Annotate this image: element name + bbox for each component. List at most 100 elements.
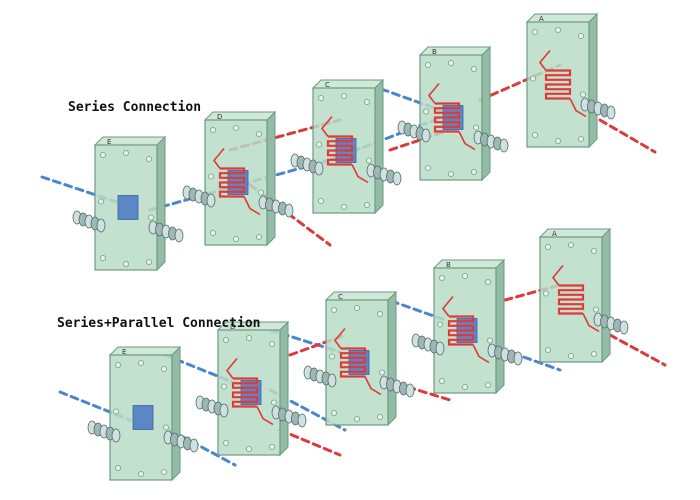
bolt-hole bbox=[461, 272, 469, 280]
bolt-hole bbox=[137, 470, 145, 478]
module-letter: A bbox=[539, 15, 544, 23]
bolt-hole bbox=[315, 141, 323, 148]
plate-front bbox=[526, 21, 590, 148]
red-lead bbox=[427, 82, 440, 104]
plate-top bbox=[324, 291, 398, 301]
plate-top bbox=[538, 228, 612, 238]
plate-side bbox=[481, 45, 491, 182]
bolt-hole bbox=[330, 409, 338, 417]
module-letter: E bbox=[122, 348, 126, 356]
bolt-hole bbox=[317, 197, 325, 205]
red-lead bbox=[458, 131, 476, 151]
bolt-hole bbox=[436, 321, 444, 328]
module-letter: B bbox=[446, 261, 451, 269]
module-b: B bbox=[411, 258, 523, 395]
red-lead bbox=[212, 147, 225, 169]
connector bbox=[284, 203, 294, 218]
bolt-hole bbox=[328, 353, 336, 360]
module-letter: A bbox=[552, 230, 557, 238]
bolt-hole bbox=[422, 108, 430, 115]
bolt-hole bbox=[424, 61, 432, 69]
connector bbox=[206, 193, 216, 208]
red-lead bbox=[441, 295, 454, 317]
bolt-hole bbox=[340, 92, 348, 100]
bolt-hole bbox=[145, 155, 153, 163]
bolt-hole bbox=[114, 361, 122, 369]
bolt-hole bbox=[114, 464, 122, 472]
bolt-hole bbox=[484, 278, 492, 286]
red-coil bbox=[557, 284, 585, 315]
red-lead bbox=[364, 376, 382, 396]
bolt-hole bbox=[245, 445, 253, 453]
bolt-hole bbox=[160, 365, 168, 373]
module-a: A bbox=[525, 12, 616, 149]
bolt-hole bbox=[317, 94, 325, 102]
bolt-hole bbox=[424, 164, 432, 172]
bolt-hole bbox=[376, 310, 384, 318]
bolt-hole bbox=[99, 254, 107, 262]
connector bbox=[435, 341, 445, 356]
bolt-hole bbox=[220, 383, 228, 390]
bolt-hole bbox=[330, 306, 338, 314]
module-c: C bbox=[290, 78, 402, 215]
bolt-hole bbox=[209, 229, 217, 237]
module-letter: C bbox=[325, 81, 330, 89]
red-lead bbox=[582, 313, 600, 333]
plate-side bbox=[495, 258, 505, 395]
bolt-hole bbox=[470, 168, 478, 176]
bolt-hole bbox=[363, 98, 371, 106]
bolt-hole bbox=[255, 233, 263, 241]
bolt-hole bbox=[232, 235, 240, 243]
red-coil bbox=[231, 377, 259, 408]
bolt-hole bbox=[122, 149, 130, 157]
bolt-hole bbox=[544, 346, 552, 354]
red-coil bbox=[339, 347, 367, 378]
bolt-hole bbox=[270, 399, 278, 406]
plate-top bbox=[108, 346, 182, 356]
red-lead bbox=[472, 344, 490, 364]
plate-side bbox=[374, 78, 384, 215]
bolt-hole bbox=[447, 59, 455, 67]
bolt-hole bbox=[137, 359, 145, 367]
module-d: D bbox=[182, 110, 294, 247]
module-letter: B bbox=[432, 48, 437, 56]
bolt-hole bbox=[97, 198, 105, 205]
plate-top bbox=[203, 111, 277, 121]
bolt-hole bbox=[363, 201, 371, 209]
connector bbox=[297, 413, 307, 428]
red-lead bbox=[225, 357, 238, 379]
bolt-hole bbox=[447, 170, 455, 178]
bolt-hole bbox=[470, 65, 478, 73]
red-line bbox=[598, 118, 657, 154]
bolt-hole bbox=[99, 151, 107, 159]
bolt-hole bbox=[245, 334, 253, 342]
bolt-hole bbox=[232, 124, 240, 132]
bolt-hole bbox=[542, 290, 550, 297]
connector bbox=[96, 218, 106, 233]
bolt-hole bbox=[590, 247, 598, 255]
bolt-hole bbox=[340, 203, 348, 211]
blue-pad bbox=[117, 195, 139, 220]
plate-top bbox=[418, 46, 492, 56]
bolt-hole bbox=[365, 157, 373, 164]
bolt-hole bbox=[222, 336, 230, 344]
bolt-hole bbox=[268, 340, 276, 348]
series-connection-label: Series Connection bbox=[68, 100, 202, 115]
bolt-hole bbox=[207, 173, 215, 180]
red-coil bbox=[326, 135, 354, 166]
bolt-hole bbox=[255, 130, 263, 138]
series-parallel-connection-label: Series+Parallel Connection bbox=[57, 316, 261, 331]
plate-top bbox=[311, 79, 385, 89]
module-a: A bbox=[538, 227, 629, 364]
bolt-hole bbox=[567, 241, 575, 249]
red-lead bbox=[243, 196, 261, 216]
connector bbox=[421, 128, 431, 143]
bolt-hole bbox=[122, 260, 130, 268]
bolt-hole bbox=[484, 381, 492, 389]
module-d: D bbox=[195, 320, 307, 457]
module-letter: D bbox=[217, 113, 222, 121]
bolt-hole bbox=[378, 369, 386, 376]
plate-top bbox=[525, 13, 599, 23]
connector bbox=[499, 138, 509, 153]
